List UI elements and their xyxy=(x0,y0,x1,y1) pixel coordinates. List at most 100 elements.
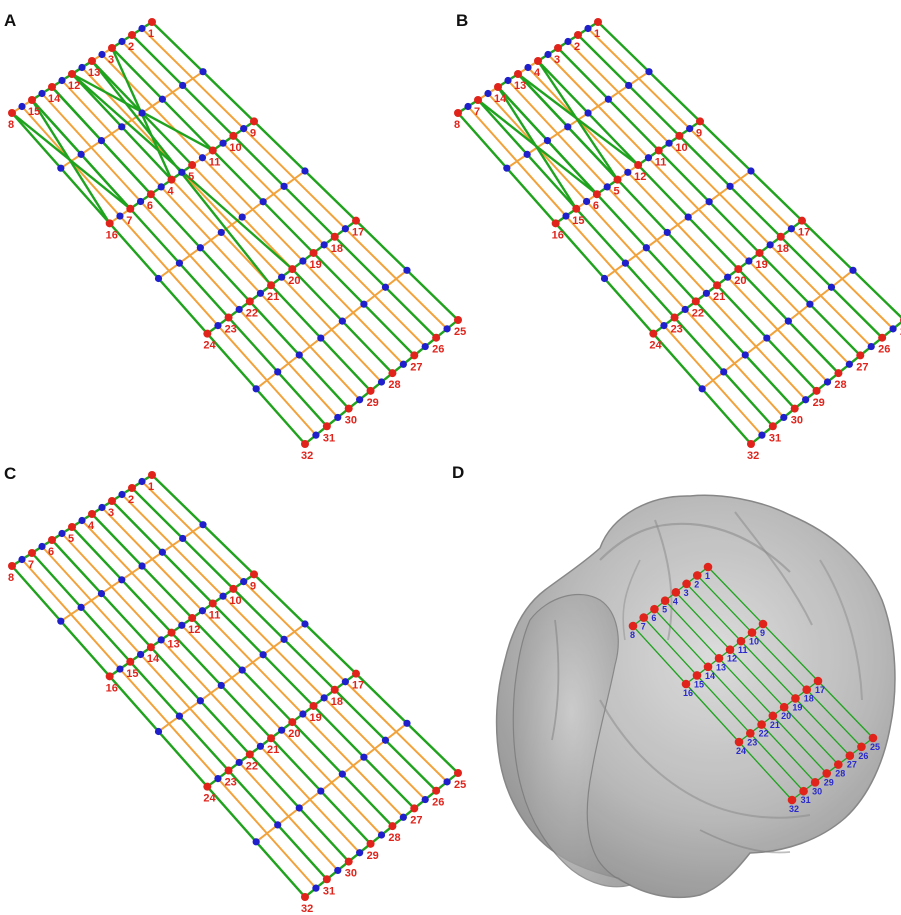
mesh-node xyxy=(356,396,364,404)
mesh-node xyxy=(217,681,225,690)
mesh-node xyxy=(240,578,248,586)
electrode-14 xyxy=(494,83,502,91)
brain-electrode-label-1: 1 xyxy=(705,571,710,581)
brain-electrode-4 xyxy=(671,587,681,597)
mesh-node xyxy=(278,726,286,734)
mesh-node xyxy=(399,360,407,368)
mesh-node xyxy=(18,555,26,564)
electrode-label-9: 9 xyxy=(696,127,702,139)
electrode-label-8: 8 xyxy=(8,119,14,131)
mesh-node xyxy=(199,521,207,529)
electrode-label-3: 3 xyxy=(554,54,560,66)
mesh-node xyxy=(741,351,749,359)
electrode-label-10: 10 xyxy=(675,142,687,154)
electrode-1 xyxy=(148,18,156,26)
brain-electrode-label-19: 19 xyxy=(792,702,802,712)
mesh-node xyxy=(238,213,246,221)
electrode-6 xyxy=(48,536,56,544)
mesh-node xyxy=(118,576,126,584)
electrode-label-3: 3 xyxy=(108,507,114,519)
mesh-line xyxy=(587,27,894,330)
electrode-label-11: 11 xyxy=(209,609,221,621)
electrode-label-32: 32 xyxy=(747,450,759,462)
mesh-node xyxy=(584,24,592,33)
electrode-27 xyxy=(410,804,419,813)
brain-surface xyxy=(495,494,896,899)
electrode-label-21: 21 xyxy=(267,744,279,756)
electrode-31 xyxy=(322,422,331,431)
mesh-node xyxy=(238,666,246,674)
grid-line xyxy=(30,99,111,224)
electrode-4 xyxy=(534,57,542,65)
electrode-14 xyxy=(48,83,56,91)
electrode-label-24: 24 xyxy=(203,793,216,805)
mesh-node xyxy=(543,136,552,145)
electrode-29 xyxy=(812,386,821,395)
electrode-label-5: 5 xyxy=(188,171,194,183)
mesh-node xyxy=(78,63,86,72)
electrode-label-12: 12 xyxy=(68,80,80,92)
electrode-15 xyxy=(572,204,581,213)
mesh-node xyxy=(403,719,411,727)
electrode-11 xyxy=(208,599,217,608)
electrode-17 xyxy=(798,216,806,225)
electrode-29 xyxy=(366,386,375,395)
mesh-node xyxy=(524,63,532,72)
brain-electrode-label-31: 31 xyxy=(801,795,811,805)
mesh-node xyxy=(338,770,346,778)
electrode-label-10: 10 xyxy=(229,142,241,154)
electrode-label-7: 7 xyxy=(28,559,34,571)
mesh-node xyxy=(38,542,46,551)
mesh-node xyxy=(443,325,451,333)
brain-electrode-label-27: 27 xyxy=(847,760,857,770)
brain-electrode-28 xyxy=(833,760,843,769)
mesh-node xyxy=(802,396,810,404)
mesh-node xyxy=(504,76,512,85)
mesh-node xyxy=(747,167,755,175)
mesh-node xyxy=(198,154,207,162)
electrode-22 xyxy=(245,750,254,759)
mesh-node xyxy=(341,225,349,233)
brain-sulcus xyxy=(699,829,791,854)
mesh-node xyxy=(464,102,472,111)
electrode-label-18: 18 xyxy=(777,243,789,255)
electrode-label-21: 21 xyxy=(267,291,279,303)
mesh-node xyxy=(214,321,222,330)
electrode-label-29: 29 xyxy=(367,397,379,409)
electrode-31 xyxy=(768,422,777,431)
brain-grid-line xyxy=(653,608,709,668)
electrode-label-17: 17 xyxy=(798,227,810,239)
brain-electrode-label-21: 21 xyxy=(770,720,780,730)
electrode-label-20: 20 xyxy=(288,275,300,287)
electrode-label-26: 26 xyxy=(878,344,890,356)
electrode-label-25: 25 xyxy=(454,326,466,338)
brain-grid-line xyxy=(664,600,720,659)
brain-electrode-label-15: 15 xyxy=(694,679,704,689)
mesh-node xyxy=(178,168,186,176)
brain-sulcus xyxy=(734,511,813,626)
mesh-node xyxy=(175,712,184,720)
brain-grid-line xyxy=(729,649,785,708)
electrode-28 xyxy=(388,822,397,831)
mesh-node xyxy=(320,241,328,249)
mesh-node xyxy=(138,562,146,570)
mesh-node xyxy=(136,650,145,659)
mesh-node xyxy=(624,168,632,176)
electrode-label-3: 3 xyxy=(108,54,114,66)
brain-electrode-23 xyxy=(745,728,755,738)
brain-electrode-21 xyxy=(768,711,778,721)
mesh-node xyxy=(274,368,282,376)
electrode-label-23: 23 xyxy=(671,324,683,336)
mesh-node xyxy=(252,838,260,846)
brain-electrode-13 xyxy=(714,653,724,663)
electrode-26 xyxy=(432,786,441,795)
electrode-12 xyxy=(634,161,643,170)
mesh-node xyxy=(758,431,766,439)
electrode-label-26: 26 xyxy=(432,344,444,356)
panel-letter-a: A xyxy=(4,11,16,30)
brain-grid-line xyxy=(707,566,764,625)
mesh-node xyxy=(219,139,227,147)
electrode-29 xyxy=(366,839,375,848)
